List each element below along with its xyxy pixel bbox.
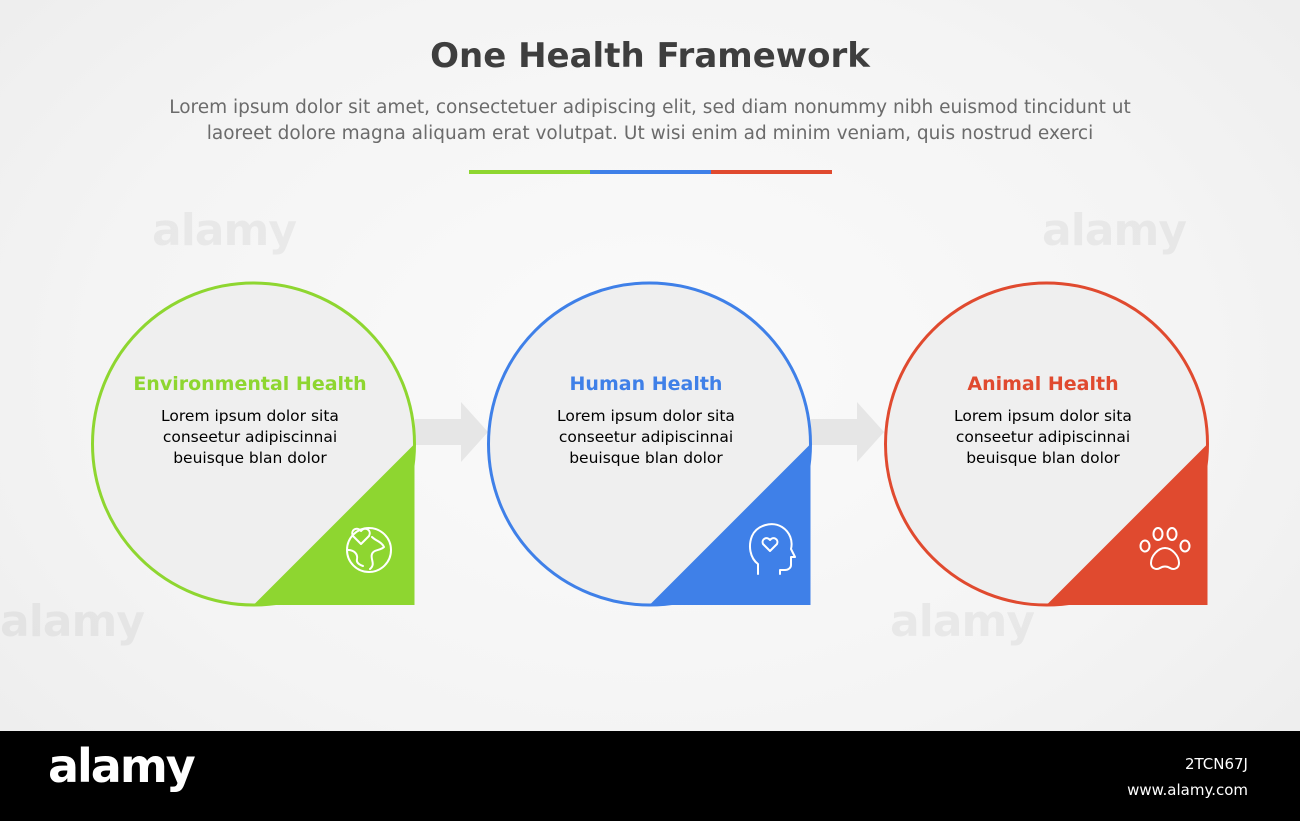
stage-desc-line-2: conseetur adipiscinnai [163,428,337,446]
stage-desc-line-1: Lorem ipsum dolor sita [557,407,735,425]
stage-desc-line-1: Lorem ipsum dolor sita [161,407,339,425]
stage-human-health: Human Health Lorem ipsum dolor sita cons… [487,281,812,607]
footer-logo: alamy [48,739,196,793]
divider-red [711,170,832,174]
stage-desc-line-2: conseetur adipiscinnai [559,428,733,446]
stage-environmental-health: Environmental Health Lorem ipsum dolor s… [91,281,416,607]
framework-diagram: Environmental Health Lorem ipsum dolor s… [91,281,1209,607]
stage-corner-accent [1046,444,1208,605]
head-heart-icon [749,523,796,575]
stage-desc-line-2: conseetur adipiscinnai [956,428,1130,446]
footer-image-id: 2TCN67J [1184,755,1248,773]
stage-desc-line-3: beuisque blan dolor [173,449,327,467]
stage-desc-line-3: beuisque blan dolor [569,449,723,467]
subtitle-line-1: Lorem ipsum dolor sit amet, consectetuer… [169,97,1131,118]
stage-desc-line-3: beuisque blan dolor [966,449,1120,467]
stage-title: Environmental Health [133,373,366,395]
stage-title: Animal Health [967,373,1118,395]
footer-url: www.alamy.com [1127,781,1248,799]
globe-heart-icon [346,527,392,573]
stage-animal-health: Animal Health Lorem ipsum dolor sita con… [884,281,1209,607]
page-title: One Health Framework [430,36,870,76]
watermark-logo: alamy [152,205,297,256]
paw-icon [1139,527,1191,570]
divider-blue [590,170,711,174]
subtitle-line-2: laoreet dolore magna aliquam erat volutp… [206,123,1094,144]
flow-arrow-1 [415,402,488,462]
stage-desc-line-1: Lorem ipsum dolor sita [954,407,1132,425]
page-subtitle: Lorem ipsum dolor sit amet, consectetuer… [100,95,1200,147]
watermark-logo: alamy [1042,205,1187,256]
watermark-logo: alamy [890,596,1035,647]
stage-corner-accent [649,444,811,605]
watermark-logo: alamy [0,596,145,647]
watermark-footer: alamy 2TCN67J www.alamy.com [0,731,1300,821]
stage-title: Human Health [570,373,723,395]
stage-corner-accent [253,444,415,605]
divider-green [469,170,590,174]
flow-arrow-2 [811,402,884,462]
